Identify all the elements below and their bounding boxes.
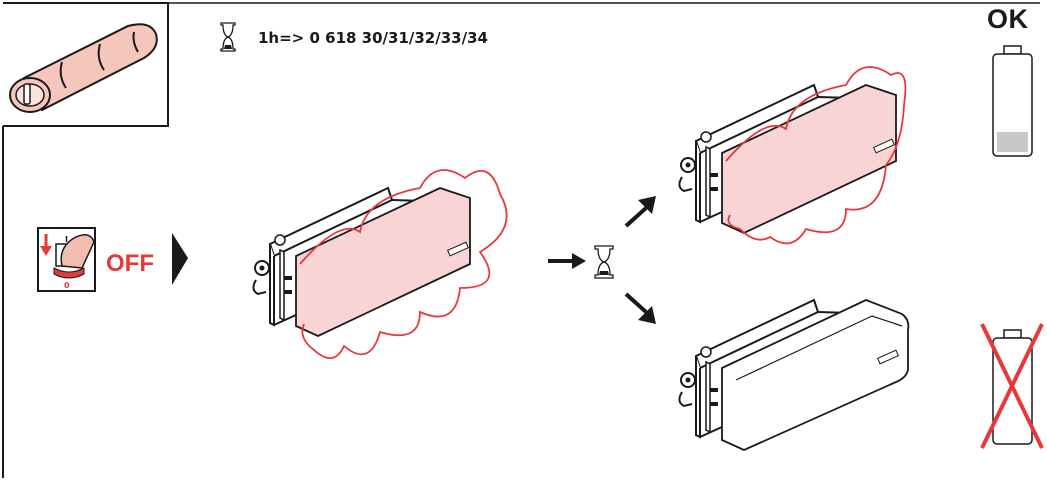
hourglass-icon xyxy=(220,22,236,52)
battery-pack-icon xyxy=(9,23,158,113)
switch-on-mark: I xyxy=(65,235,68,244)
emergency-unit-fail xyxy=(678,299,910,451)
off-switch-icon: I 0 xyxy=(37,227,96,292)
emergency-unit-lit xyxy=(252,169,508,359)
battery-pack-panel xyxy=(2,2,1040,478)
hourglass-icon xyxy=(594,245,614,279)
off-label: OFF xyxy=(106,250,154,277)
battery-spec-label: 1h=> 0 618 30/31/32/33/34 xyxy=(258,29,488,47)
switch-off-mark: 0 xyxy=(64,281,70,290)
next-step-arrow-icon xyxy=(172,233,188,285)
ok-label: OK xyxy=(987,4,1029,34)
battery-crossed-icon xyxy=(980,323,1044,449)
wait-arrow xyxy=(548,253,586,269)
emergency-unit-ok xyxy=(678,66,907,245)
outcome-fail-arrow xyxy=(624,292,656,324)
battery-low-ok-icon xyxy=(992,45,1033,157)
outcome-ok-arrow xyxy=(624,196,656,228)
